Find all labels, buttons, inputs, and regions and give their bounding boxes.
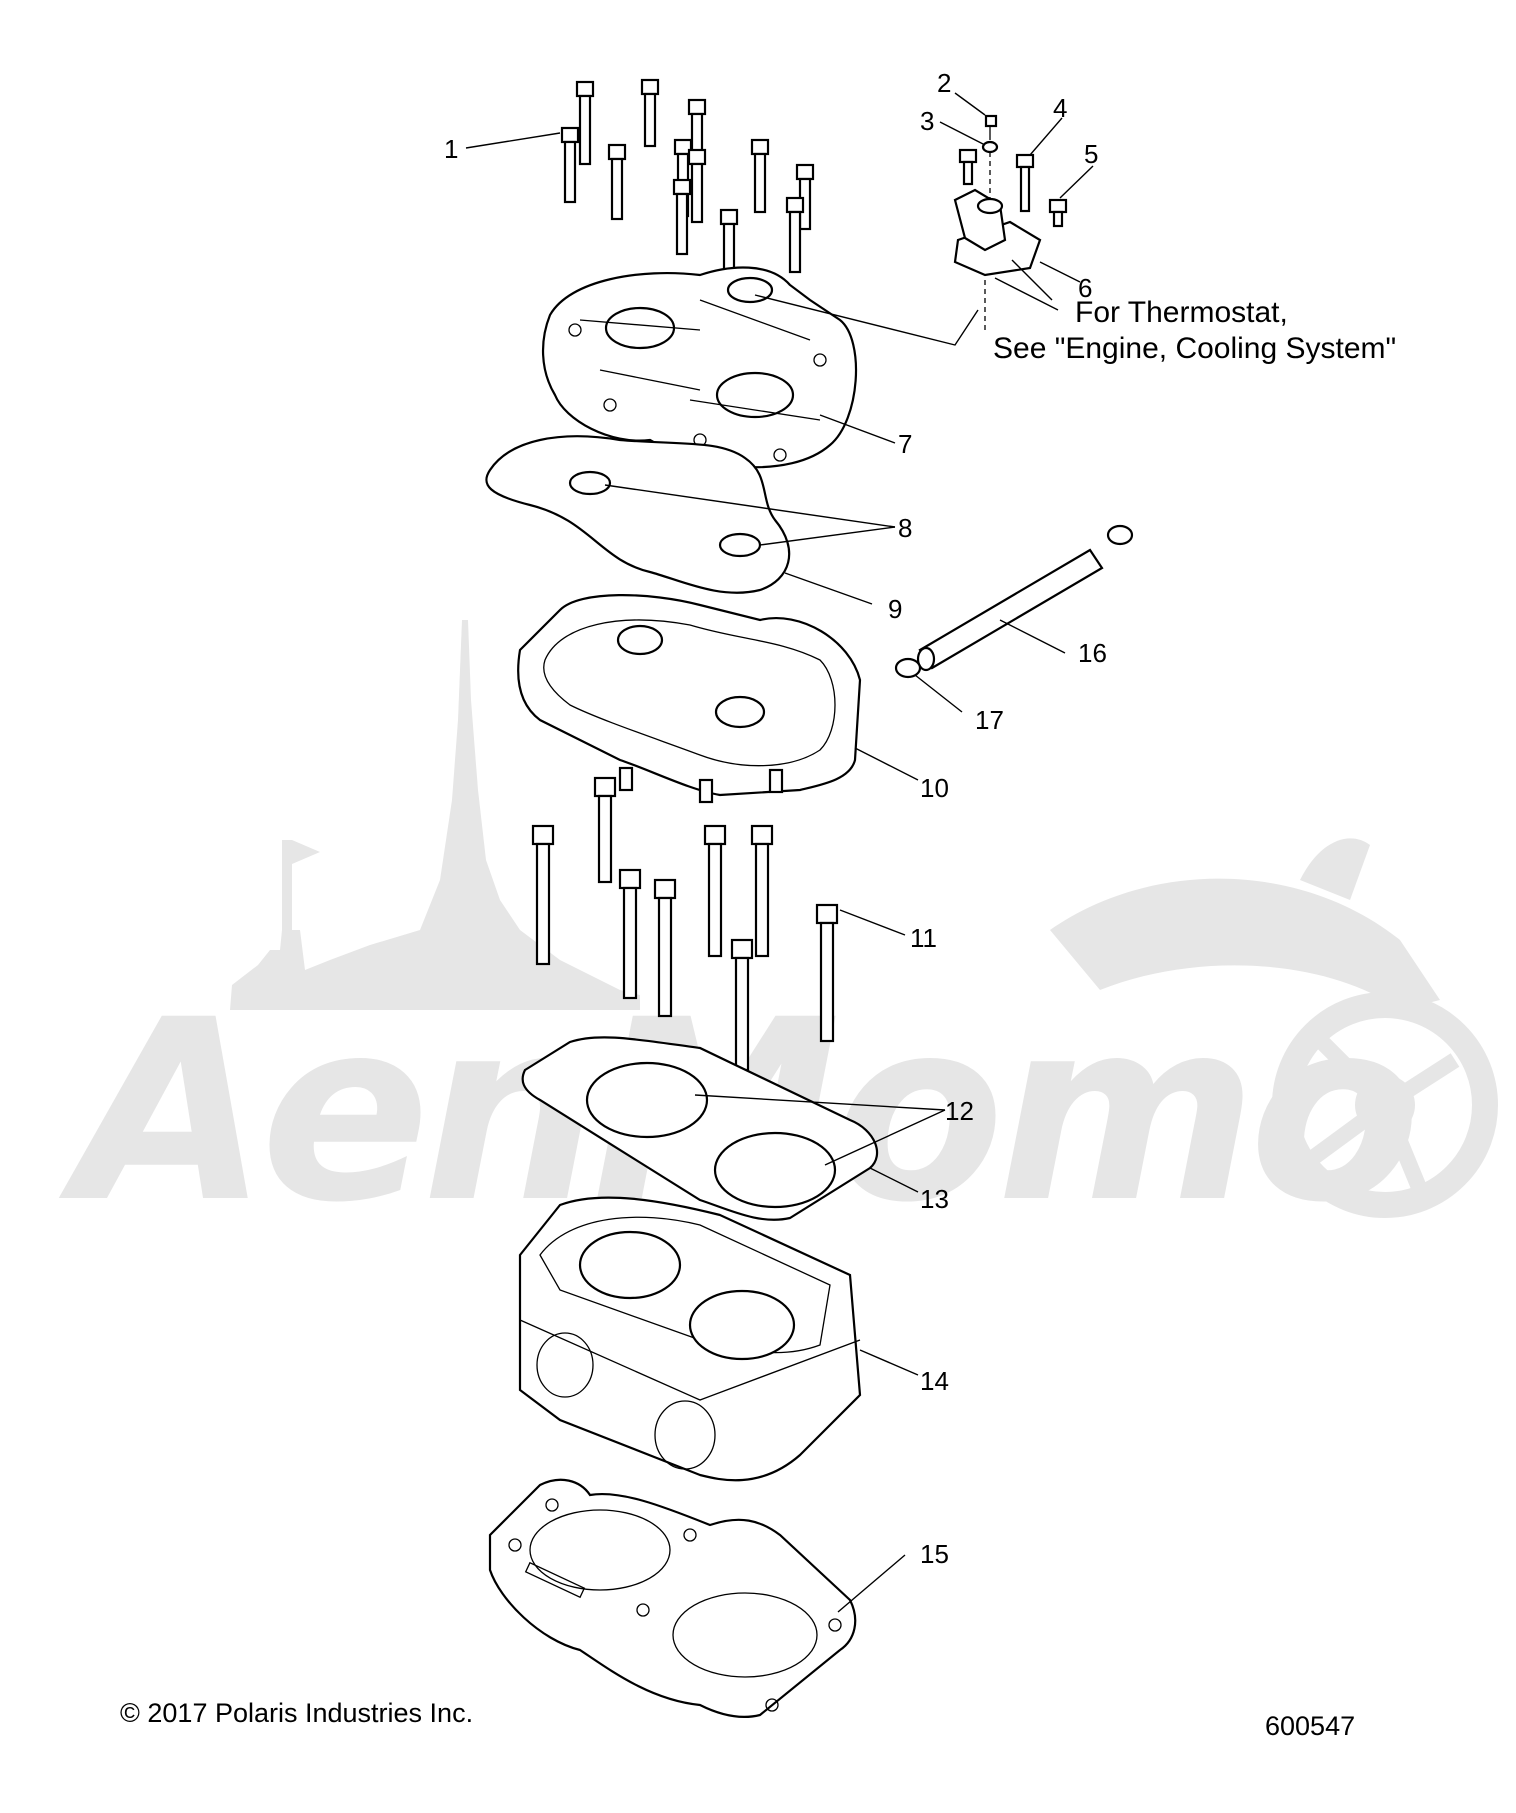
washer-3 xyxy=(981,140,999,154)
note-line-1: For Thermostat, xyxy=(1075,296,1288,329)
callout-1: 1 xyxy=(444,134,458,164)
callout-16: 16 xyxy=(1078,638,1107,668)
callout-17: 17 xyxy=(975,705,1004,735)
callout-9: 9 xyxy=(888,594,902,624)
thermostat-housing-assembly xyxy=(953,114,1068,330)
watermark-flagpole xyxy=(282,840,292,960)
o-ring-8b xyxy=(718,532,762,558)
o-ring-8a xyxy=(568,470,612,496)
leader-lines xyxy=(465,92,1094,1613)
copyright-text: © 2017 Polaris Industries Inc. xyxy=(120,1698,473,1728)
base-gasket-15 xyxy=(488,1478,857,1719)
hose-clamp-17 xyxy=(894,657,922,679)
diagram-number: 600547 xyxy=(1265,1711,1355,1741)
watermark-flag xyxy=(292,840,320,864)
callout-4: 4 xyxy=(1053,93,1067,123)
head-bolts-upper xyxy=(560,78,815,284)
callout-3: 3 xyxy=(920,106,934,136)
head-seal-9 xyxy=(485,435,791,594)
thermostat-note: For Thermostat, See "Engine, Cooling Sys… xyxy=(993,296,1396,365)
watermark-spire xyxy=(230,620,640,1010)
screw-2 xyxy=(984,114,998,128)
cylinder-14 xyxy=(518,1196,862,1482)
callout-5: 5 xyxy=(1084,139,1098,169)
callout-2: 2 xyxy=(937,68,951,98)
callout-10: 10 xyxy=(920,773,949,803)
callout-labels: 1 2 3 4 5 6 7 8 9 10 11 12 13 14 15 16 1… xyxy=(444,68,1107,1569)
hose-clamp-17b xyxy=(1106,524,1134,546)
callout-12: 12 xyxy=(945,1096,974,1126)
note-line-2: See "Engine, Cooling System" xyxy=(993,332,1396,365)
watermark-motorcycle xyxy=(1050,838,1498,1218)
callout-13: 13 xyxy=(920,1184,949,1214)
callout-15: 15 xyxy=(920,1539,949,1569)
bypass-hose-16 xyxy=(894,524,1134,679)
callout-8: 8 xyxy=(898,513,912,543)
o-ring-12b xyxy=(713,1131,837,1209)
o-ring-12a xyxy=(585,1061,709,1139)
callout-6: 6 xyxy=(1078,273,1092,303)
cylinder-seal-13 xyxy=(521,1036,879,1221)
callout-7: 7 xyxy=(898,429,912,459)
head-bolts-lower xyxy=(531,776,839,1072)
callout-11: 11 xyxy=(910,923,937,953)
cylinder-head-cover xyxy=(542,266,858,469)
cylinder-head-10 xyxy=(517,594,862,804)
callout-14: 14 xyxy=(920,1366,949,1396)
